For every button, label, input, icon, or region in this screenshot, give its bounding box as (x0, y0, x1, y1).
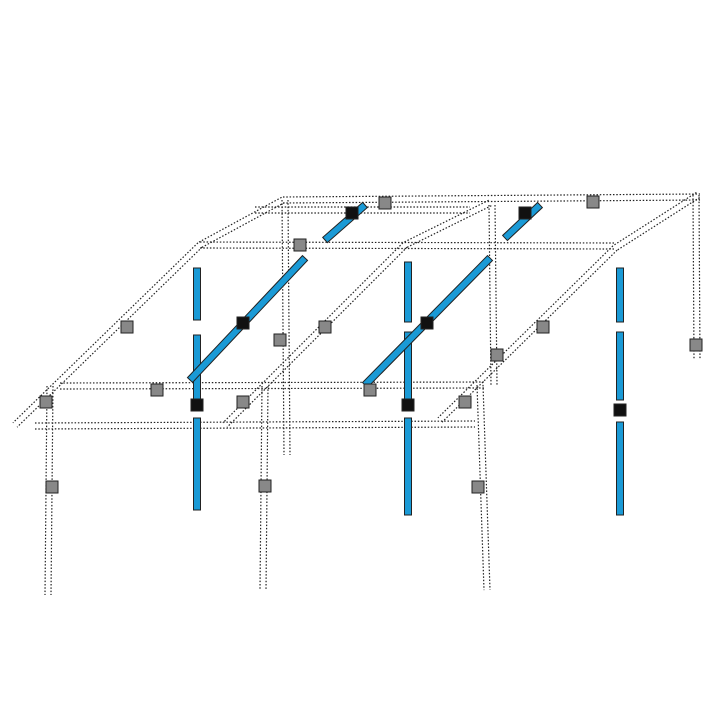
tube-edge (437, 245, 614, 419)
frame-tube (692, 194, 701, 361)
tube-edge (282, 193, 700, 198)
connector-joint (258, 479, 272, 493)
connector-joint (536, 320, 550, 334)
pole-body (616, 267, 624, 323)
tube-edge (35, 426, 476, 430)
tube-edge (226, 246, 408, 428)
frame-tube (437, 245, 618, 423)
tube-edge (406, 205, 492, 249)
blue-pole (321, 201, 369, 244)
frame-tube (282, 193, 701, 204)
connector-joint (689, 338, 703, 352)
blue-pole (616, 421, 624, 516)
tube-edge (60, 387, 486, 390)
tube-edge (482, 384, 491, 590)
connector-joint (236, 395, 250, 409)
tube-edge (698, 194, 701, 360)
tube-edge (613, 191, 697, 246)
tube-edge (488, 205, 492, 386)
tube-edge (441, 249, 618, 423)
joints (39, 195, 703, 494)
connector-joint (518, 206, 532, 220)
frame-tube (281, 199, 291, 456)
blue-poles (186, 201, 624, 516)
frame-tube (59, 381, 486, 390)
connector-joint (378, 196, 392, 210)
tube-edge (265, 386, 269, 591)
tube-edge (692, 195, 695, 361)
pole-body (193, 417, 201, 511)
connector-joint (613, 403, 627, 417)
tube-edge (199, 247, 615, 250)
blue-pole (404, 417, 412, 516)
frame-tube (34, 420, 476, 430)
tube-edge (198, 196, 282, 243)
frame-tubes (12, 191, 701, 596)
connector-joint (273, 333, 287, 347)
connector-joint (120, 320, 134, 334)
connector-joint (586, 195, 600, 209)
tube-edge (201, 202, 285, 249)
connector-joint (471, 480, 485, 494)
connector-joint (45, 480, 59, 494)
frame-tube (259, 385, 269, 591)
pole-body (193, 267, 201, 321)
pole-body (404, 417, 412, 516)
tube-edge (403, 199, 489, 243)
pole-body (404, 261, 412, 323)
connector-joint (318, 320, 332, 334)
connector-joint (150, 383, 164, 397)
blue-pole (404, 261, 412, 323)
pole-body (616, 421, 624, 516)
frame-tube (488, 204, 498, 386)
tube-edge (494, 204, 498, 385)
tube-edge (222, 242, 404, 424)
tube-edge (200, 241, 616, 244)
blue-pole (193, 267, 201, 321)
blue-pole (616, 267, 624, 323)
tube-edge (12, 242, 199, 424)
connector-joint (190, 398, 204, 412)
tube-edge (34, 420, 475, 424)
frame-tube (403, 199, 492, 249)
frame-tube (255, 206, 470, 214)
connector-joint (458, 395, 472, 409)
connector-joint (490, 348, 504, 362)
pole-body (616, 331, 624, 401)
connector-joint (401, 398, 415, 412)
tube-edge (283, 199, 701, 204)
tube-edge (259, 385, 263, 590)
connector-joint (363, 383, 377, 397)
connector-joint (420, 316, 434, 330)
pole-body (321, 201, 369, 244)
connector-joint (293, 238, 307, 252)
connector-joint (39, 395, 53, 409)
tube-edge (287, 199, 291, 455)
tube-edge (59, 381, 485, 384)
connector-joint (345, 206, 359, 220)
connector-joint (236, 316, 250, 330)
blue-pole (193, 417, 201, 511)
frame-tube (222, 242, 408, 428)
frame-tube (613, 191, 700, 252)
tube-edge (616, 197, 700, 252)
tube-edge (281, 200, 285, 456)
frame-tube (199, 241, 616, 250)
frame-tube (198, 196, 285, 249)
blue-pole (616, 331, 624, 401)
